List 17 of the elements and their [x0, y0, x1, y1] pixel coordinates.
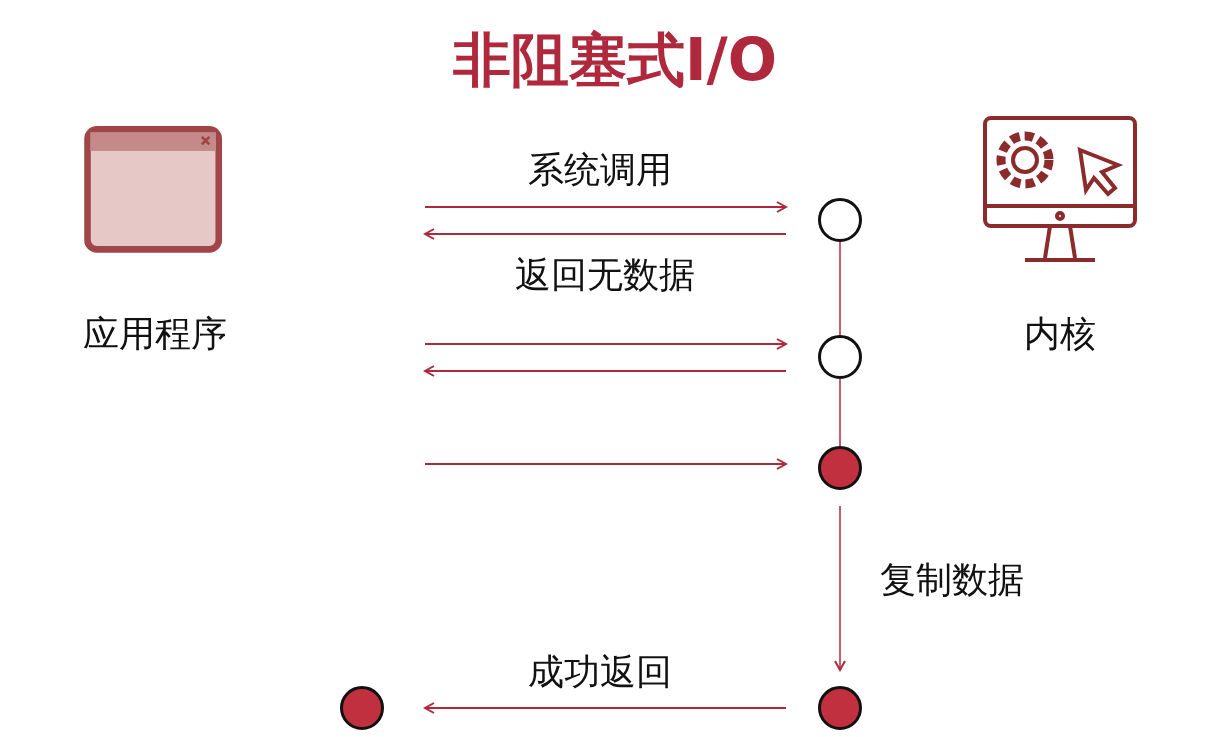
title: 非阻塞式I/O [452, 25, 778, 96]
arrow [424, 702, 787, 714]
connector-line [839, 241, 841, 336]
arrow [424, 228, 787, 240]
event-circle [818, 198, 862, 242]
event-circle [340, 686, 384, 730]
arrow [834, 505, 846, 671]
event-circle [818, 335, 862, 379]
node-label: 应用程序 [83, 312, 227, 356]
event-circle [818, 686, 862, 730]
connector-line [839, 378, 841, 447]
arrow [424, 201, 787, 213]
event-circle [818, 446, 862, 490]
arrow [424, 338, 787, 350]
arrow [424, 458, 787, 470]
arrow [424, 365, 787, 377]
node-label: 内核 [1024, 312, 1096, 356]
